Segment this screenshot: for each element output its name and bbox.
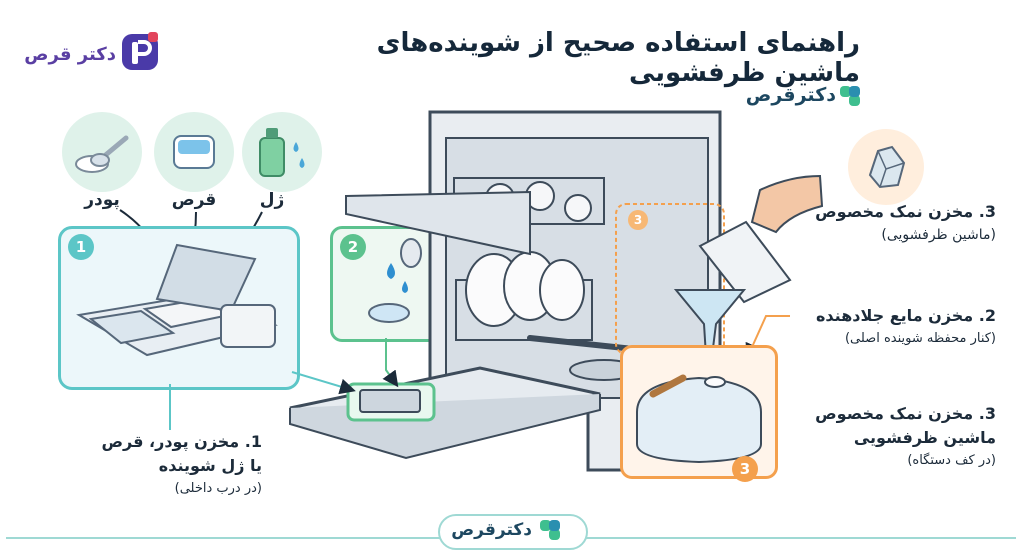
label-rinse-aid: 2. مخزن مایع جلادهنده (کنار محفظه شوینده… xyxy=(782,304,996,350)
brand-name-top: دکتر قرص xyxy=(24,44,116,65)
label-rinse-aid-sub: (کنار محفظه شوینده اصلی) xyxy=(844,331,996,346)
brand-name-mid: دکترقرص xyxy=(745,84,836,106)
powder-scoop-head xyxy=(90,153,110,167)
connector-rinse-label xyxy=(745,315,790,360)
badge-three-small: 3 xyxy=(628,210,648,230)
label-detergent-line2: یا ژل شوینده xyxy=(158,456,262,475)
detergent-tablet-icon xyxy=(173,135,215,169)
dishwasher-door-upper xyxy=(345,190,531,256)
brand-leaf-a xyxy=(840,86,851,97)
crystal-shape xyxy=(868,145,906,189)
salt-area-highlight xyxy=(615,203,725,355)
salt-circle xyxy=(848,129,924,205)
dispenser-lid xyxy=(155,243,257,313)
label-detergent-line1: 1. مخزن پودر، قرص xyxy=(101,432,262,451)
footer-leaf-icon xyxy=(540,520,560,540)
badge-two: 2 xyxy=(340,234,366,260)
salt-bag xyxy=(698,220,792,304)
rinse-aid-cap xyxy=(400,238,422,268)
label-rinse-aid-line1: 2. مخزن مایع جلادهنده xyxy=(815,306,996,325)
label-salt-top-line1: 3. مخزن نمک مخصوص xyxy=(815,202,996,221)
page-title: راهنمای استفاده صحیح از شوینده‌های ماشین… xyxy=(376,28,860,88)
label-salt-top-line2: (ماشین ظرفشویی) xyxy=(881,227,996,243)
brand-logo-top-mark xyxy=(132,42,138,64)
footer-leaf-b xyxy=(549,529,560,540)
salt-crystal-icon xyxy=(868,145,906,189)
detergent-gel-bottle-icon xyxy=(259,128,305,177)
plate-3 xyxy=(539,259,585,321)
door-dispenser xyxy=(359,389,421,413)
salt-reservoir-closeup xyxy=(620,345,778,479)
pouring-hand xyxy=(750,174,824,234)
footer-brand-pill xyxy=(438,514,588,550)
detergent-dispenser-illustration xyxy=(76,243,278,357)
gel-bottle-cap xyxy=(266,128,278,138)
label-salt-bottom-sub: (در کف دستگاه) xyxy=(907,453,996,468)
badge-one: 1 xyxy=(68,234,94,260)
connector-box2-door xyxy=(382,338,399,388)
label-salt-bottom-line1: 3. مخزن نمک مخصوص xyxy=(815,404,996,423)
label-salt-top: 3. مخزن نمک مخصوص (ماشین ظرفشویی) xyxy=(782,200,996,246)
type-label-gel: ژل xyxy=(259,190,285,210)
footer-leaf-a xyxy=(540,520,551,531)
gel-drop-2 xyxy=(299,158,305,168)
brand-leaf-icon xyxy=(840,86,860,106)
rinse-aid-illustration xyxy=(368,238,422,323)
powder-circle xyxy=(62,112,142,192)
brand-leaf-b xyxy=(849,95,860,106)
brand-logo-top xyxy=(122,32,158,70)
detergent-compartment-closeup xyxy=(58,226,300,390)
rinse-aid-drop-2 xyxy=(402,281,408,293)
label-detergent: 1. مخزن پودر، قرص یا ژل شوینده (در درب د… xyxy=(52,430,262,500)
rinse-aid-reservoir xyxy=(368,303,410,323)
salt-reservoir-illustration xyxy=(636,374,762,464)
footer-leaf-c xyxy=(549,520,560,531)
label-salt-bottom-line2: ماشین ظرفشویی xyxy=(853,428,996,447)
dispenser-cup-left xyxy=(88,309,176,345)
gel-circle xyxy=(242,112,322,192)
brand-logo-top-accent xyxy=(148,32,158,42)
connector-box1-door xyxy=(291,371,356,395)
brand-logo-top-curve xyxy=(138,40,152,56)
salt-reservoir-opening xyxy=(704,376,726,388)
brand-name-bottom: دکترقرص xyxy=(451,520,532,540)
badge-three: 3 xyxy=(732,456,758,482)
salt-reservoir-handle xyxy=(649,374,687,398)
tablet-circle xyxy=(154,112,234,192)
brand-leaf-c xyxy=(849,86,860,97)
crystal-facet xyxy=(877,150,905,188)
tablet-top xyxy=(178,140,210,154)
dispenser-side-unit xyxy=(220,304,276,348)
cup-3 xyxy=(564,194,592,222)
label-salt-bottom: 3. مخزن نمک مخصوص ماشین ظرفشویی (در کف د… xyxy=(782,402,996,472)
type-label-tablet: قرص xyxy=(171,190,217,210)
label-detergent-sub: (در درب داخلی) xyxy=(174,481,262,496)
gel-drop-1 xyxy=(293,142,299,152)
rinse-aid-drop-1 xyxy=(387,263,395,279)
type-label-powder: پودر xyxy=(84,190,120,210)
detergent-powder-icon xyxy=(75,135,129,173)
